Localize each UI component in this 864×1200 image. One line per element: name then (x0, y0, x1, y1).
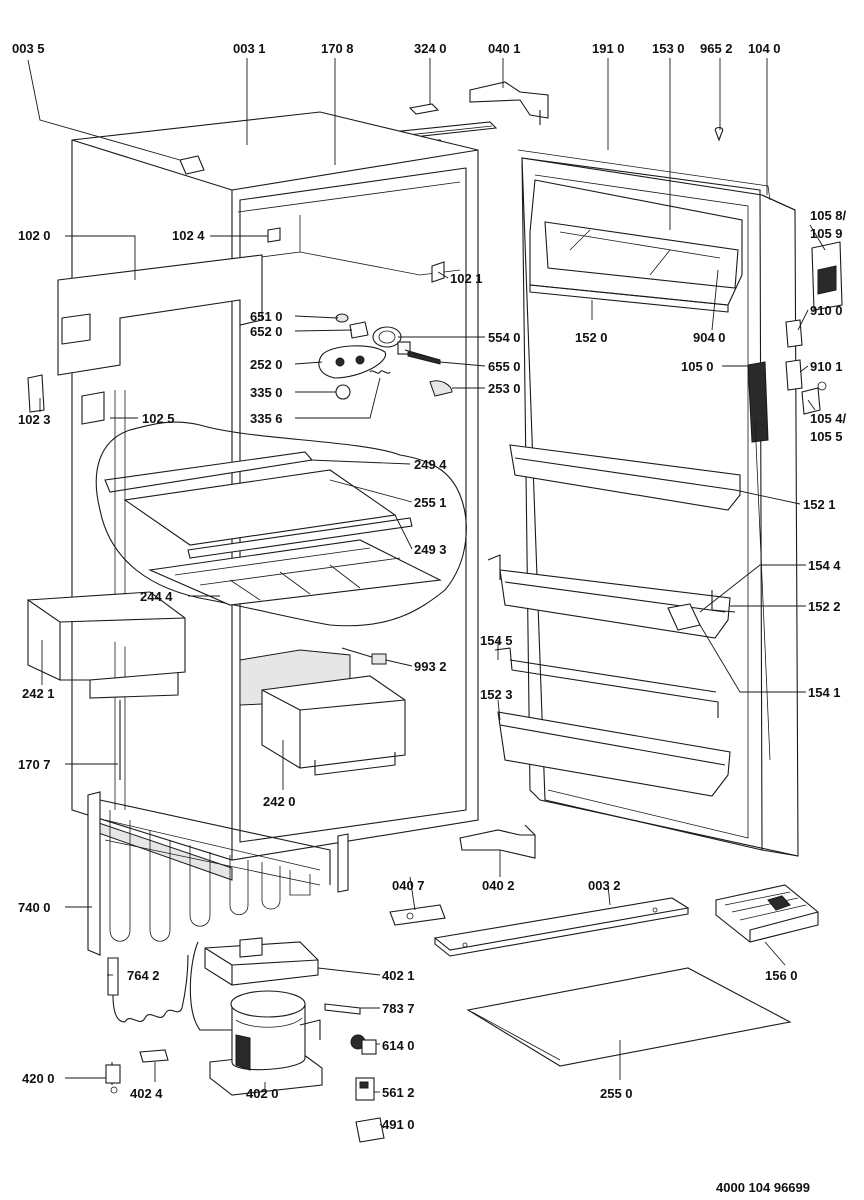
callout-335-6: 335 6 (250, 411, 283, 426)
bottle-guard (494, 647, 719, 718)
callout-420-0: 420 0 (22, 1071, 55, 1086)
shelves (104, 451, 442, 606)
callout-154-4: 154 4 (808, 558, 841, 573)
brackets (179, 81, 549, 926)
hinge-parts (714, 126, 843, 415)
callout-152-2: 152 2 (808, 599, 841, 614)
callout-655-0: 655 0 (488, 359, 521, 374)
condenser (87, 791, 349, 956)
callout-156-0: 156 0 (765, 968, 798, 983)
callout-491-0: 491 0 (382, 1117, 415, 1132)
callout-402-4: 402 4 (130, 1086, 163, 1101)
callout-003-2: 003 2 (588, 878, 621, 893)
callout-040-7: 040 7 (392, 878, 425, 893)
callout-102-1: 102 1 (450, 271, 483, 286)
callout-651-0: 651 0 (250, 309, 283, 324)
document-number: 4000 104 96699 (716, 1180, 810, 1195)
callout-152-0: 152 0 (575, 330, 608, 345)
callout-244-4: 244 4 (140, 589, 173, 604)
glass-plate (466, 967, 792, 1067)
callout-152-3: 152 3 (480, 687, 513, 702)
callout-324-0: 324 0 (414, 41, 447, 56)
drawer-242-0 (239, 649, 406, 776)
callout-labels: 003 5 003 1 170 8 324 0 040 1 191 0 153 … (12, 41, 847, 1195)
callout-561-2: 561 2 (382, 1085, 415, 1100)
callout-154-1: 154 1 (808, 685, 841, 700)
compressor (189, 941, 323, 1096)
probe-993-2 (341, 647, 387, 665)
drip-tray (204, 937, 319, 986)
capillary-coil (107, 954, 189, 1023)
callout-402-0: 402 0 (246, 1086, 279, 1101)
ice-tray (715, 884, 819, 943)
door-shelf-152-1 (509, 444, 741, 511)
callout-965-2: 965 2 (700, 41, 733, 56)
callout-242-0: 242 0 (263, 794, 296, 809)
callout-154-5: 154 5 (480, 633, 513, 648)
callout-152-1: 152 1 (803, 497, 836, 512)
callout-153-0: 153 0 (652, 41, 685, 56)
callout-105-8: 105 8/ (810, 208, 847, 223)
callout-335-0: 335 0 (250, 385, 283, 400)
callout-249-4: 249 4 (414, 457, 447, 472)
callout-170-7: 170 7 (18, 757, 51, 772)
callout-040-2: 040 2 (482, 878, 515, 893)
callout-040-1: 040 1 (488, 41, 521, 56)
callout-003-5: 003 5 (12, 41, 45, 56)
callout-102-0: 102 0 (18, 228, 51, 243)
door-shelf-152-3 (497, 711, 731, 797)
callout-249-3: 249 3 (414, 542, 447, 557)
callout-740-0: 740 0 (18, 900, 51, 915)
callout-105-9: 105 9 (810, 226, 843, 241)
leader-lines (27, 58, 826, 1129)
callout-253-0: 253 0 (488, 381, 521, 396)
callout-105-0: 105 0 (681, 359, 714, 374)
vent-grille (433, 897, 690, 957)
callout-102-5: 102 5 (142, 411, 175, 426)
callout-252-0: 252 0 (250, 357, 283, 372)
butter-compartment (529, 179, 743, 313)
callout-102-4: 102 4 (172, 228, 205, 243)
callout-904-0: 904 0 (693, 330, 726, 345)
callout-614-0: 614 0 (382, 1038, 415, 1053)
callout-102-3: 102 3 (18, 412, 51, 427)
callout-104-0: 104 0 (748, 41, 781, 56)
callout-191-0: 191 0 (592, 41, 625, 56)
callout-910-0: 910 0 (810, 303, 843, 318)
callout-993-2: 993 2 (414, 659, 447, 674)
freezer-door (57, 254, 263, 376)
callout-652-0: 652 0 (250, 324, 283, 339)
callout-255-1: 255 1 (414, 495, 447, 510)
drawer-242-1 (27, 591, 186, 780)
callout-242-1: 242 1 (22, 686, 55, 701)
callout-105-5: 105 5 (810, 429, 843, 444)
callout-402-1: 402 1 (382, 968, 415, 983)
electrical-parts (105, 1003, 385, 1143)
callout-105-4: 105 4/ (810, 411, 847, 426)
callout-255-0: 255 0 (600, 1086, 633, 1101)
door (517, 149, 799, 857)
callout-170-8: 170 8 (321, 41, 354, 56)
callout-764-2: 764 2 (127, 968, 160, 983)
callout-910-1: 910 1 (810, 359, 843, 374)
callout-783-7: 783 7 (382, 1001, 415, 1016)
callout-554-0: 554 0 (488, 330, 521, 345)
callout-003-1: 003 1 (233, 41, 266, 56)
evaporator-cutaway (95, 421, 467, 627)
